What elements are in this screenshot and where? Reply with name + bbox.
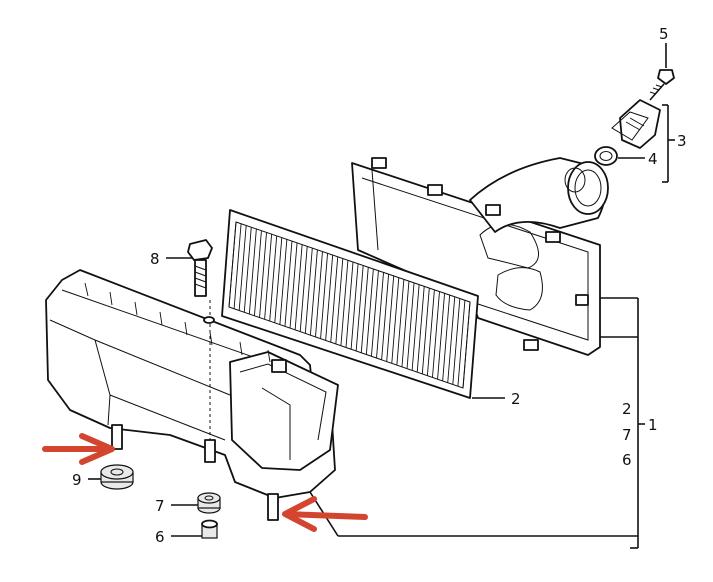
filter-pleat [350,263,359,350]
filter-pleat [421,288,430,374]
filter-pleat [243,227,252,313]
callout-7: 7 [155,497,165,515]
filter-pleat [259,232,267,318]
filter-pleat [330,256,339,343]
filter-pleat [289,242,298,329]
callout-group-6: 6 [622,451,632,469]
filter-pleat [233,223,242,309]
filter-pleat [381,274,390,360]
filter-pleat [279,239,288,325]
filter-pleat [411,284,420,371]
filter-pleat [299,246,308,332]
filter-pleat [355,265,364,352]
filter-pleat [406,282,415,369]
callout-2: 2 [511,390,521,408]
o-ring [594,146,618,166]
air-filter-element [221,209,479,399]
leader-lines [88,43,675,549]
filter-pleat [274,237,283,323]
filter-pleat [462,301,471,389]
filter-pleat [370,270,379,357]
callout-3: 3 [677,132,687,150]
filter-pleat [284,241,293,327]
filter-pleat [309,249,318,336]
filter-pleat [320,253,329,339]
callout-6: 6 [155,528,165,546]
filter-pleat [294,244,303,330]
callout-1: 1 [648,416,658,434]
filter-pleat [365,268,374,355]
filter-pleat [457,300,466,387]
filter-pleat [269,235,278,322]
filter-pleat [228,221,237,308]
filter-pleat [391,277,400,364]
bolt [187,239,215,440]
filter-pleat [360,267,369,353]
filter-pleat [432,291,440,378]
filter-pleat [416,286,425,373]
filter-pleat [335,258,344,345]
callout-group-2: 2 [622,400,632,418]
screw [649,69,675,101]
annotation-arrow-left [42,433,115,465]
filter-pleat [248,228,257,315]
filter-pleat [396,279,405,366]
callout-5: 5 [659,25,669,43]
air-filter-lower-housing [45,269,339,521]
annotation-arrow-right [282,496,368,532]
filter-pleat [447,296,456,383]
callout-8: 8 [150,250,160,268]
filter-pleat [315,251,323,337]
filter-pleat [437,293,446,380]
filter-pleat [325,255,334,341]
filter-pleat [386,275,395,362]
filter-pleat [345,261,354,348]
filter-pleat [442,295,451,381]
filter-pleat [238,225,247,311]
callout-9: 9 [72,471,82,489]
bushing [201,519,218,539]
filter-pleat [304,248,313,334]
filter-pleat [426,289,435,376]
filter-pleat [264,234,273,320]
filter-pleat [401,281,410,367]
filter-pleat [452,298,461,385]
filter-pleat [253,230,262,316]
callout-group-7: 7 [622,426,632,444]
filter-pleat [340,260,349,346]
rubber-mount [100,464,134,490]
callout-4: 4 [648,150,658,168]
airflow-sensor [611,99,661,149]
grommet [197,492,221,514]
callouts: 5 3 4 8 2 2 1 7 6 9 7 6 [72,25,687,546]
filter-pleat [376,272,384,359]
air-filter-upper-housing [351,157,609,356]
